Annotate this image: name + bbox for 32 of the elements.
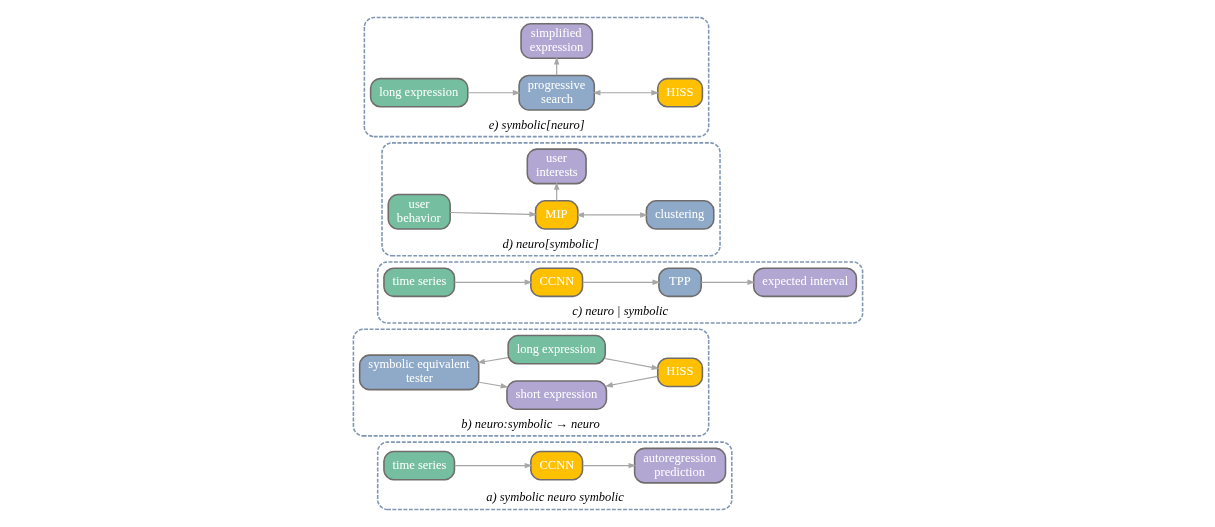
node-box: long expression xyxy=(506,334,606,365)
node-box: short expression xyxy=(505,380,607,410)
arrow xyxy=(453,462,533,469)
arrow xyxy=(604,375,658,388)
arrow xyxy=(604,358,659,370)
node-box: CCNN xyxy=(529,267,583,298)
arrow xyxy=(449,211,537,218)
arrow xyxy=(476,357,509,365)
node-box: user interests xyxy=(526,148,587,185)
node-box: expected interval xyxy=(752,267,857,298)
node-box: simplified expression xyxy=(519,23,593,60)
node-box: long expression xyxy=(369,77,469,108)
node-box: symbolic equivalent tester xyxy=(358,354,480,391)
arrow xyxy=(581,462,636,469)
node-box: autoregression prediction xyxy=(633,447,726,484)
node-box: HISS xyxy=(656,357,703,388)
arrow xyxy=(453,279,533,286)
node-box: user behavior xyxy=(386,193,451,230)
arrow xyxy=(575,212,648,218)
arrow xyxy=(700,279,755,286)
node-box: CCNN xyxy=(529,450,583,481)
node-box: clustering xyxy=(645,200,715,230)
arrow xyxy=(477,381,509,389)
node-box: TPP xyxy=(657,267,702,298)
node-box: time series xyxy=(382,267,455,298)
node-box: progressive search xyxy=(517,74,595,111)
node-box: MIP xyxy=(534,200,579,230)
arrow xyxy=(466,89,521,96)
arrow xyxy=(592,89,659,96)
arrow xyxy=(581,279,660,286)
node-box: HISS xyxy=(656,77,703,108)
node-box: time series xyxy=(382,450,455,481)
